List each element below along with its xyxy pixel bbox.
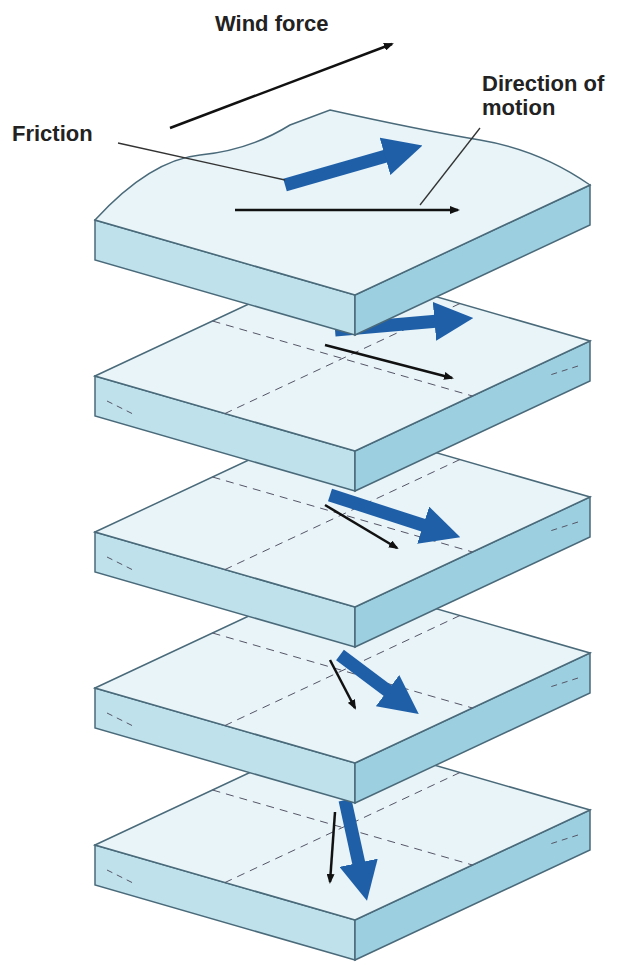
- friction-arrow: [285, 152, 400, 185]
- leader-line: [420, 128, 480, 205]
- friction-arrow: [330, 495, 438, 530]
- layer-surface: [95, 110, 590, 295]
- friction-label: Friction: [12, 122, 122, 146]
- water-layer: [95, 110, 590, 335]
- leader-line: [118, 143, 285, 180]
- motion-arrow: [330, 812, 335, 882]
- dashed-guide: [107, 557, 135, 571]
- force-label: Wind force: [215, 12, 375, 36]
- motion-arrow: [235, 209, 458, 212]
- dashed-guide: [550, 835, 578, 844]
- dashed-guide: [550, 678, 578, 687]
- motion-label: Direction of motion: [482, 72, 632, 120]
- dashed-guide: [107, 713, 135, 727]
- friction-arrow: [340, 655, 400, 700]
- dashed-guide: [550, 366, 578, 375]
- wind-arrow: [170, 44, 392, 128]
- dashed-guide: [107, 401, 135, 415]
- dashed-guide: [550, 522, 578, 531]
- friction-arrow: [345, 800, 362, 878]
- dashed-guide: [107, 870, 135, 884]
- motion-arrow: [325, 345, 452, 378]
- dashed-guide: [213, 477, 473, 552]
